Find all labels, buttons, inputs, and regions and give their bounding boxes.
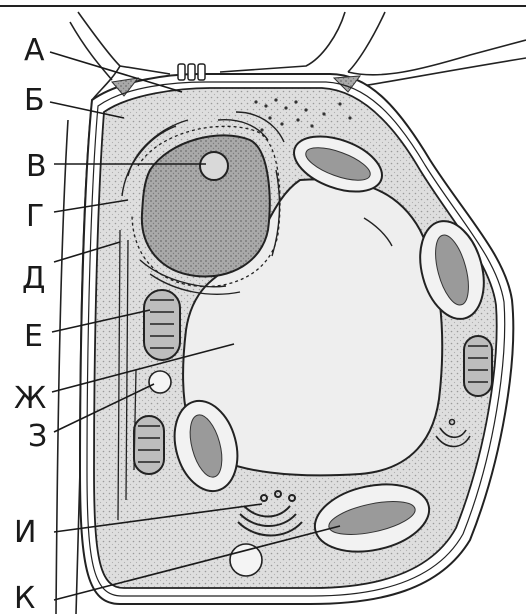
label-i: И [14,515,36,550]
mitochondrion-right [464,336,492,396]
vesicle-bottom [230,544,262,576]
plasmodesmata [178,64,205,80]
label-zh: Ж [14,381,46,416]
mitochondrion-left [144,290,180,360]
label-g: Г [26,199,44,234]
label-k: К [14,581,35,614]
nucleolus [200,152,228,180]
label-d: Д [22,261,45,296]
label-z: З [28,419,47,454]
mitochondrion-lower-left [134,416,164,474]
label-b: Б [24,83,45,118]
label-a: А [24,33,45,68]
label-v: В [26,149,47,184]
vesicle-left [149,371,171,393]
label-e: Е [24,319,43,354]
